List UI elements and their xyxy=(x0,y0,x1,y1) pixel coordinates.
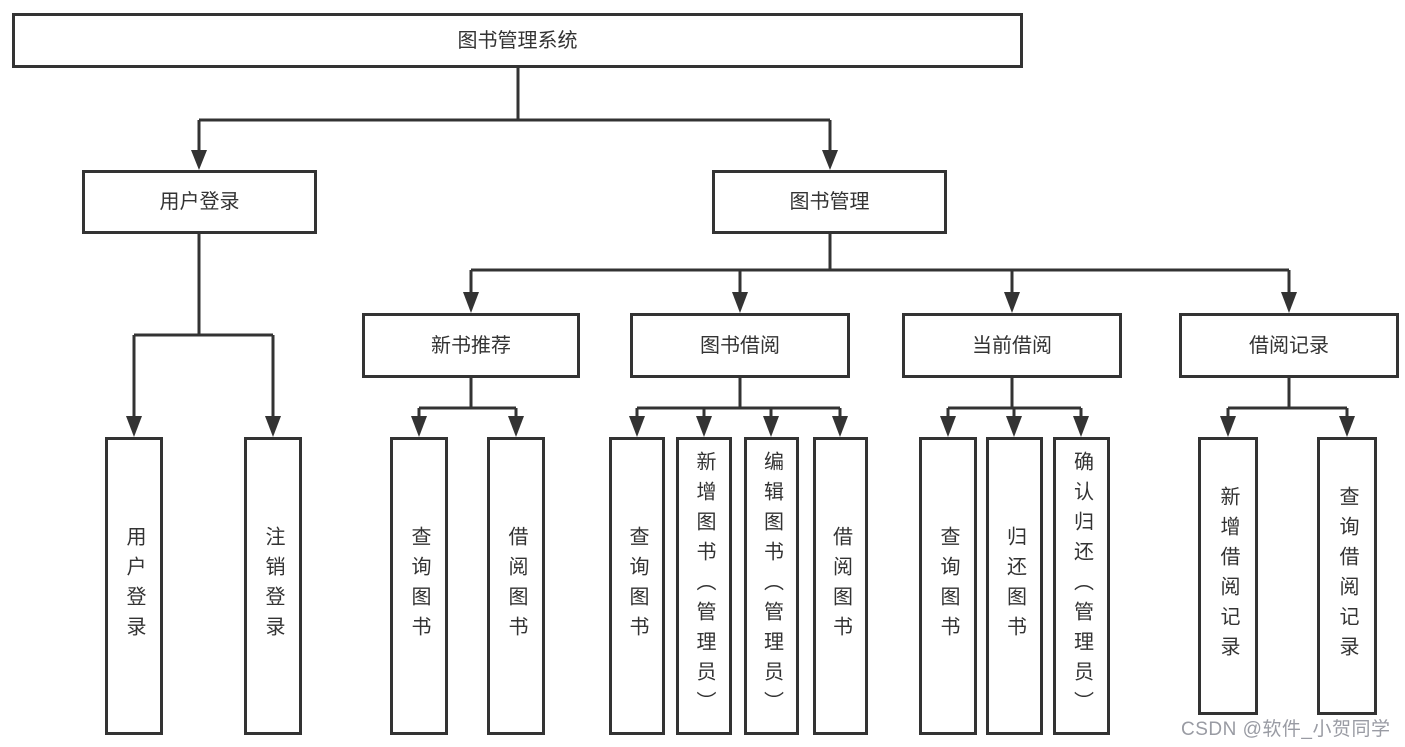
arrowhead-to-logout xyxy=(265,416,281,437)
connector-current-borrowing-group xyxy=(940,378,1089,437)
leaf-nbr-query-books: 查询图书 xyxy=(390,437,448,735)
leaf-bb-query-books: 查询图书 xyxy=(609,437,665,735)
leaf-cb-return-books: 归还图书 xyxy=(986,437,1043,735)
leaf-logout: 注销登录 xyxy=(244,437,302,735)
arrowhead-to-bb-borrow-books xyxy=(832,416,848,437)
arrowhead-to-book-borrowing xyxy=(732,292,748,313)
csdn-watermark: CSDN @软件_小贺同学 xyxy=(1181,719,1391,740)
node-root: 图书管理系统 xyxy=(12,13,1023,68)
arrowhead-to-nbr-borrow-books xyxy=(508,416,524,437)
leaf-br-query-record: 查询借阅记录 xyxy=(1317,437,1377,715)
connector-new-book-recommendation-group xyxy=(411,378,524,437)
node-new-book-recommendation: 新书推荐 xyxy=(362,313,580,378)
arrowhead-to-cb-return-books xyxy=(1006,416,1022,437)
node-borrowing-records: 借阅记录 xyxy=(1179,313,1399,378)
connector-root xyxy=(191,68,838,170)
arrowhead-to-user-login xyxy=(126,416,142,437)
arrowhead-to-book-management xyxy=(822,150,838,170)
arrowhead-to-bb-edit-books xyxy=(763,416,779,437)
connector-login-group xyxy=(126,234,281,437)
leaf-bb-borrow-books: 借阅图书 xyxy=(813,437,868,735)
leaf-cb-query-books: 查询图书 xyxy=(919,437,977,735)
leaf-nbr-borrow-books: 借阅图书 xyxy=(487,437,545,735)
arrowhead-to-cb-confirm-return xyxy=(1073,416,1089,437)
connector-borrowing-records-group xyxy=(1220,378,1355,437)
arrowhead-to-br-query-record xyxy=(1339,416,1355,437)
node-book-management: 图书管理 xyxy=(712,170,947,234)
arrowhead-to-br-add-record xyxy=(1220,416,1236,437)
arrowhead-to-bb-query-books xyxy=(629,416,645,437)
leaf-cb-confirm-return-admin: 确认归还（管理员） xyxy=(1053,437,1110,735)
node-login: 用户登录 xyxy=(82,170,317,234)
leaf-bb-edit-books-admin: 编辑图书（管理员） xyxy=(744,437,799,735)
leaf-user-login: 用户登录 xyxy=(105,437,163,735)
arrowhead-to-bb-add-books xyxy=(696,416,712,437)
node-current-borrowing: 当前借阅 xyxy=(902,313,1122,378)
arrowhead-to-nbr-query-books xyxy=(411,416,427,437)
connector-book-borrowing-group xyxy=(629,378,848,437)
leaf-br-add-record: 新增借阅记录 xyxy=(1198,437,1258,715)
arrowhead-to-login xyxy=(191,150,207,170)
leaf-bb-add-books-admin: 新增图书（管理员） xyxy=(676,437,732,735)
connector-book-management-group xyxy=(463,234,1297,313)
arrowhead-to-current-borrowing xyxy=(1004,292,1020,313)
arrowhead-to-borrowing-records xyxy=(1281,292,1297,313)
arrowhead-to-new-book-recommendation xyxy=(463,292,479,313)
node-book-borrowing: 图书借阅 xyxy=(630,313,850,378)
arrowhead-to-cb-query-books xyxy=(940,416,956,437)
